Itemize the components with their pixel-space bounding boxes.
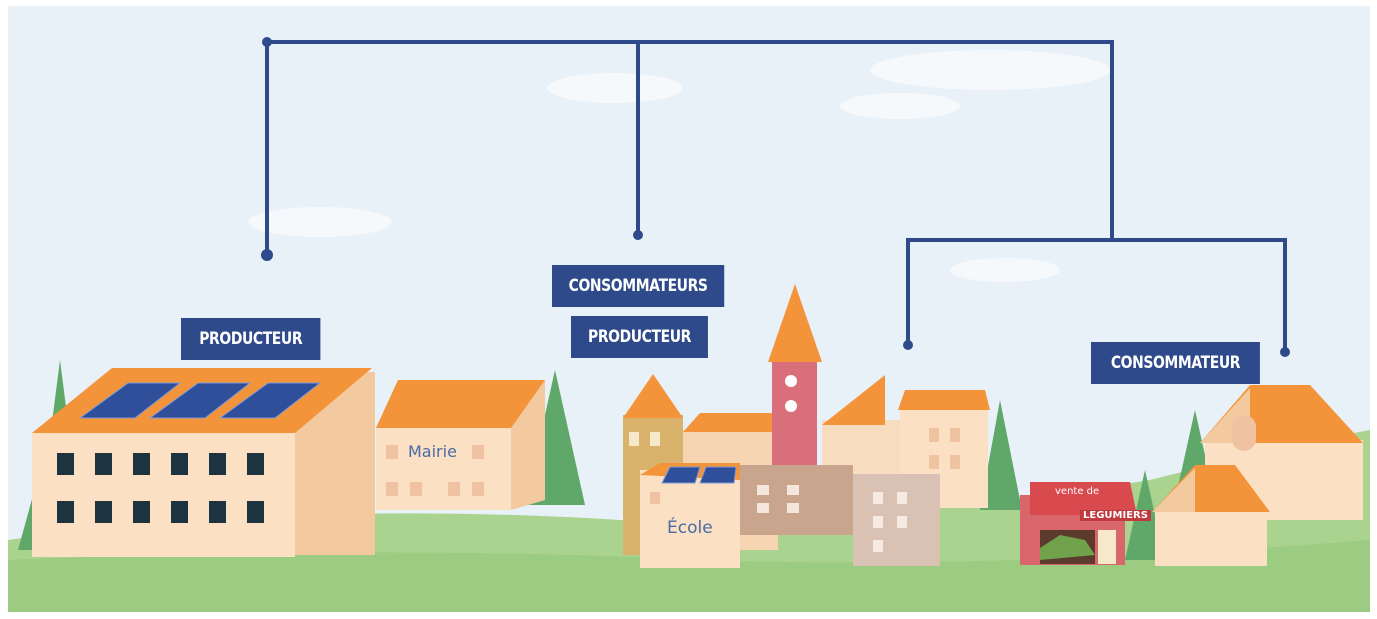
network-lines [265,40,1287,354]
ecole-label: École [667,518,713,538]
mairie-building [376,380,545,510]
shop-sign-bottom: LEGUMIERS [1080,510,1151,521]
label-consommateur-right: CONSOMMATEUR [1091,342,1260,384]
label-consommateurs: CONSOMMATEURS [552,265,725,307]
right-houses [1152,385,1363,566]
vegetable-shop [1020,482,1137,565]
mairie-label: Mairie [408,442,457,461]
clouds [248,50,1110,282]
network-nodes [261,37,1290,357]
label-producteur-left: PRODUCTEUR [181,318,321,360]
grass-foreground [8,540,1370,612]
solar-panels [78,382,322,419]
windows [57,453,264,523]
producer-building [32,368,375,557]
label-producteur-center: PRODUCTEUR [571,316,708,358]
village-center [623,284,990,568]
shop-sign-top: vente de [1055,486,1100,497]
